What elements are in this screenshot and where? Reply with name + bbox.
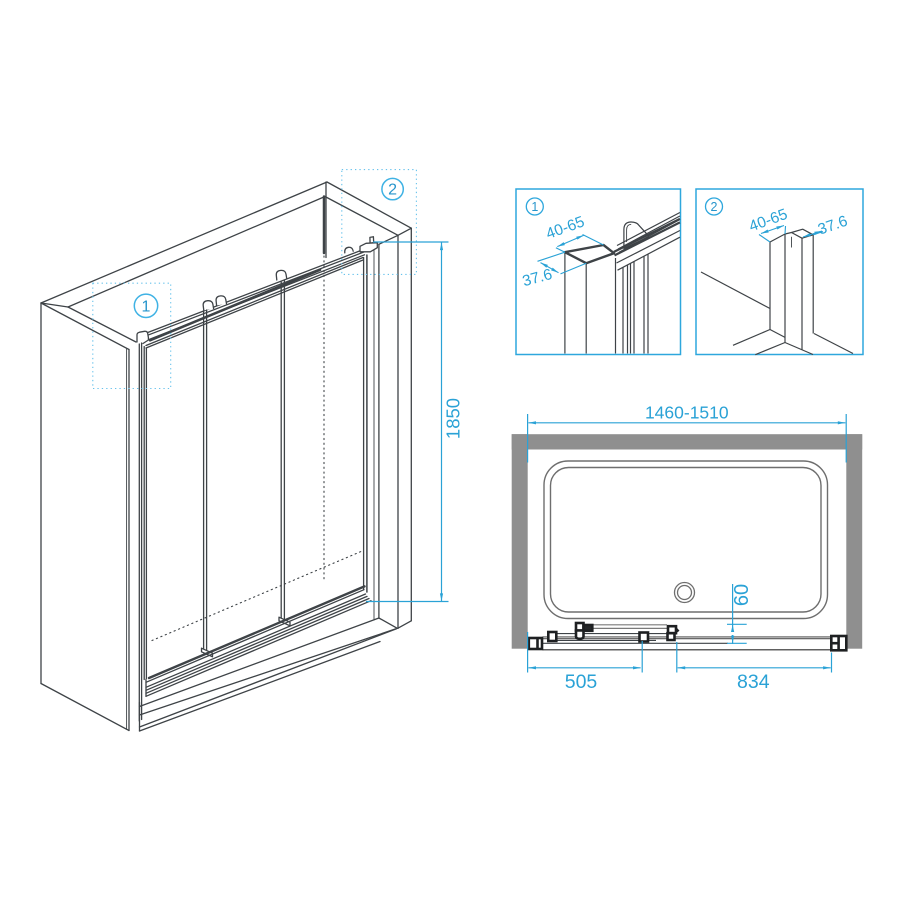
svg-text:1: 1	[142, 299, 151, 316]
svg-text:1460-1510: 1460-1510	[645, 403, 729, 423]
svg-text:2: 2	[388, 182, 397, 199]
svg-text:834: 834	[737, 671, 770, 693]
svg-text:2: 2	[711, 200, 718, 214]
svg-text:505: 505	[565, 671, 598, 693]
svg-text:60: 60	[731, 584, 753, 606]
svg-text:1850: 1850	[442, 398, 463, 439]
svg-text:1: 1	[531, 200, 538, 214]
